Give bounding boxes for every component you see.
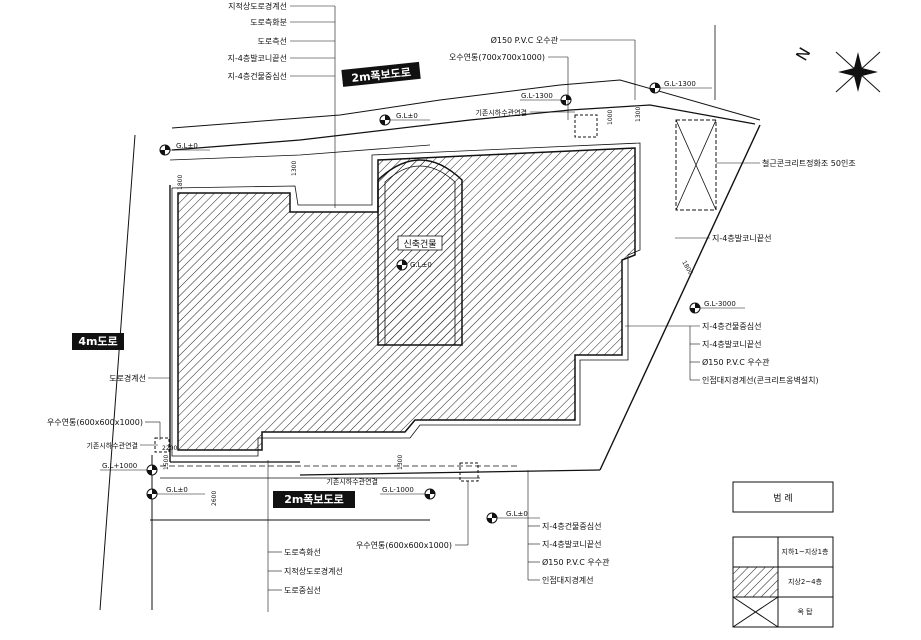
callout-label: 지-4층발코니끝선 xyxy=(702,339,762,349)
callout-label: Ø150 P.V.C 우수관 xyxy=(542,557,610,567)
legend-title: 범 례 xyxy=(773,493,792,504)
legend-row-label: 옥 탑 xyxy=(797,608,813,616)
callout-label: 기존시하수관연결 xyxy=(86,441,138,450)
existing-building-label: 신축건물 xyxy=(403,239,436,250)
svg-text:2m폭보도로: 2m폭보도로 xyxy=(351,66,412,85)
svg-text:G.L±0: G.L±0 xyxy=(176,142,198,150)
callout-label: 기존시하수관연결 xyxy=(326,477,378,486)
callout-label: 도로측화분 xyxy=(250,18,287,27)
level-marker: G.L-1300 xyxy=(520,92,572,106)
legend-row-label: 지하1~지상1층 xyxy=(782,547,830,556)
callout-label: 지-4층건물중심선 xyxy=(228,71,288,81)
callouts-bottom-text: 지-4층건물중심선 지-4층발코니끝선 Ø150 P.V.C 우수관 인접대지경… xyxy=(284,521,610,595)
svg-text:G.L±0: G.L±0 xyxy=(396,112,418,120)
level-marker: G.L±0 xyxy=(396,259,432,271)
callout-label: 지적상도로경계선 xyxy=(228,1,287,11)
callouts-top-text: 지적상도로경계선 도로측화분 도로측선 지-4층발코니끝선 지-4층건물중심선 … xyxy=(228,1,559,117)
svg-text:G.L±0: G.L±0 xyxy=(410,261,432,269)
callout-label: 인접대지경계선 xyxy=(542,575,594,585)
callout-label: 도로중심선 xyxy=(284,585,321,595)
balcony-line xyxy=(171,142,641,457)
dimension-label: 1300 xyxy=(635,107,642,122)
callout-label: Ø150 P.V.C 우수관 xyxy=(702,357,770,367)
callout-label: 우수연통(600x600x1000) xyxy=(47,418,143,427)
legend-row-label: 지상2~4층 xyxy=(788,577,823,586)
level-markers: G.L±0 G.L±0 G.L-1300 G.L-1300 G.L±0 G.L-… xyxy=(100,80,745,524)
callouts-right xyxy=(625,325,700,381)
rain-pit-west xyxy=(154,437,170,453)
dimension-label: 1300 xyxy=(291,161,298,176)
level-marker: G.L±0 xyxy=(486,510,540,524)
rain-pit-south xyxy=(459,462,479,482)
road-south-label: 2m폭보도로 xyxy=(273,491,355,508)
level-marker: G.L-1300 xyxy=(649,80,712,94)
callouts-top xyxy=(290,5,760,239)
dimension-label: 2200 xyxy=(162,445,177,452)
callout-label: 오수연통(700x700x1000) xyxy=(449,53,545,62)
septic-tank xyxy=(675,119,717,211)
dimension-label: 1500 xyxy=(163,455,170,470)
callout-label: 지-4층발코니끝선 xyxy=(228,53,288,63)
callout-label: 지-4층건물중심선 xyxy=(542,521,602,531)
callout-label: 지-4층발코니끝선 xyxy=(542,539,602,549)
level-marker: G.L-3000 xyxy=(689,300,745,314)
road-lines xyxy=(99,25,761,611)
callout-label: 기존시하수관연결 xyxy=(475,108,527,117)
svg-text:G.L-1300: G.L-1300 xyxy=(521,92,553,100)
callout-label: 지-4층건물중심선 xyxy=(702,321,762,331)
svg-text:G.L-1000: G.L-1000 xyxy=(382,486,414,494)
level-marker: G.L±0 xyxy=(379,112,430,126)
callout-label: 우수연통(600x600x1000) xyxy=(356,541,452,550)
dimension-label: 1800 xyxy=(680,260,694,277)
svg-text:G.L-3000: G.L-3000 xyxy=(704,300,736,308)
road-west-label: 4m도로 xyxy=(72,333,124,350)
callout-label: 인접대지경계선(콘크리트옹벽설치) xyxy=(702,375,819,385)
sewer-pit-north xyxy=(574,114,598,138)
callout-label: 도로경계선 xyxy=(109,373,146,383)
callout-label: 도로측선 xyxy=(258,37,287,46)
svg-text:4m도로: 4m도로 xyxy=(78,335,117,348)
level-marker: G.L+1000 xyxy=(100,462,158,476)
callouts-right-text: 철근콘크리트정화조 50인조 지-4층발코니끝선 지-4층건물중심선 지-4층발… xyxy=(702,158,856,385)
level-marker: G.L±0 xyxy=(159,142,210,156)
level-marker: G.L±0 xyxy=(146,486,205,500)
callout-label: Ø150 P.V.C 오수관 xyxy=(491,35,559,45)
svg-text:G.L-1300: G.L-1300 xyxy=(664,80,696,88)
callout-label: 지적상도로경계선 xyxy=(284,566,343,576)
callout-label: 도로측화선 xyxy=(284,548,321,557)
north-arrow-icon: N xyxy=(792,44,881,93)
level-marker: G.L-1000 xyxy=(380,486,436,500)
existing-building: 신축건물 xyxy=(377,159,463,346)
dimension-label: 1800 xyxy=(177,175,184,190)
dimension-label: 2600 xyxy=(211,491,218,506)
svg-text:G.L±0: G.L±0 xyxy=(166,486,188,494)
callouts-left-text: 도로경계선 우수연통(600x600x1000) 기존시하수관연결 기존시하수관… xyxy=(47,373,378,486)
legend: 범 례 지하1~지상1층 지상2~4층 옥 탑 xyxy=(732,481,834,628)
callouts-bottom xyxy=(267,460,540,612)
callout-label: 지-4층발코니끝선 xyxy=(712,233,772,243)
road-north-label: 2m폭보도로 xyxy=(341,61,421,87)
dimension-label: 1300 xyxy=(397,455,404,470)
dimension-label: 1000 xyxy=(607,110,614,125)
svg-text:2m폭보도로: 2m폭보도로 xyxy=(284,493,344,506)
north-label: N xyxy=(792,44,814,64)
svg-text:G.L+1000: G.L+1000 xyxy=(102,462,137,470)
callout-label: 철근콘크리트정화조 50인조 xyxy=(762,158,856,168)
callouts-left xyxy=(140,377,170,446)
svg-text:G.L±0: G.L±0 xyxy=(506,510,528,518)
